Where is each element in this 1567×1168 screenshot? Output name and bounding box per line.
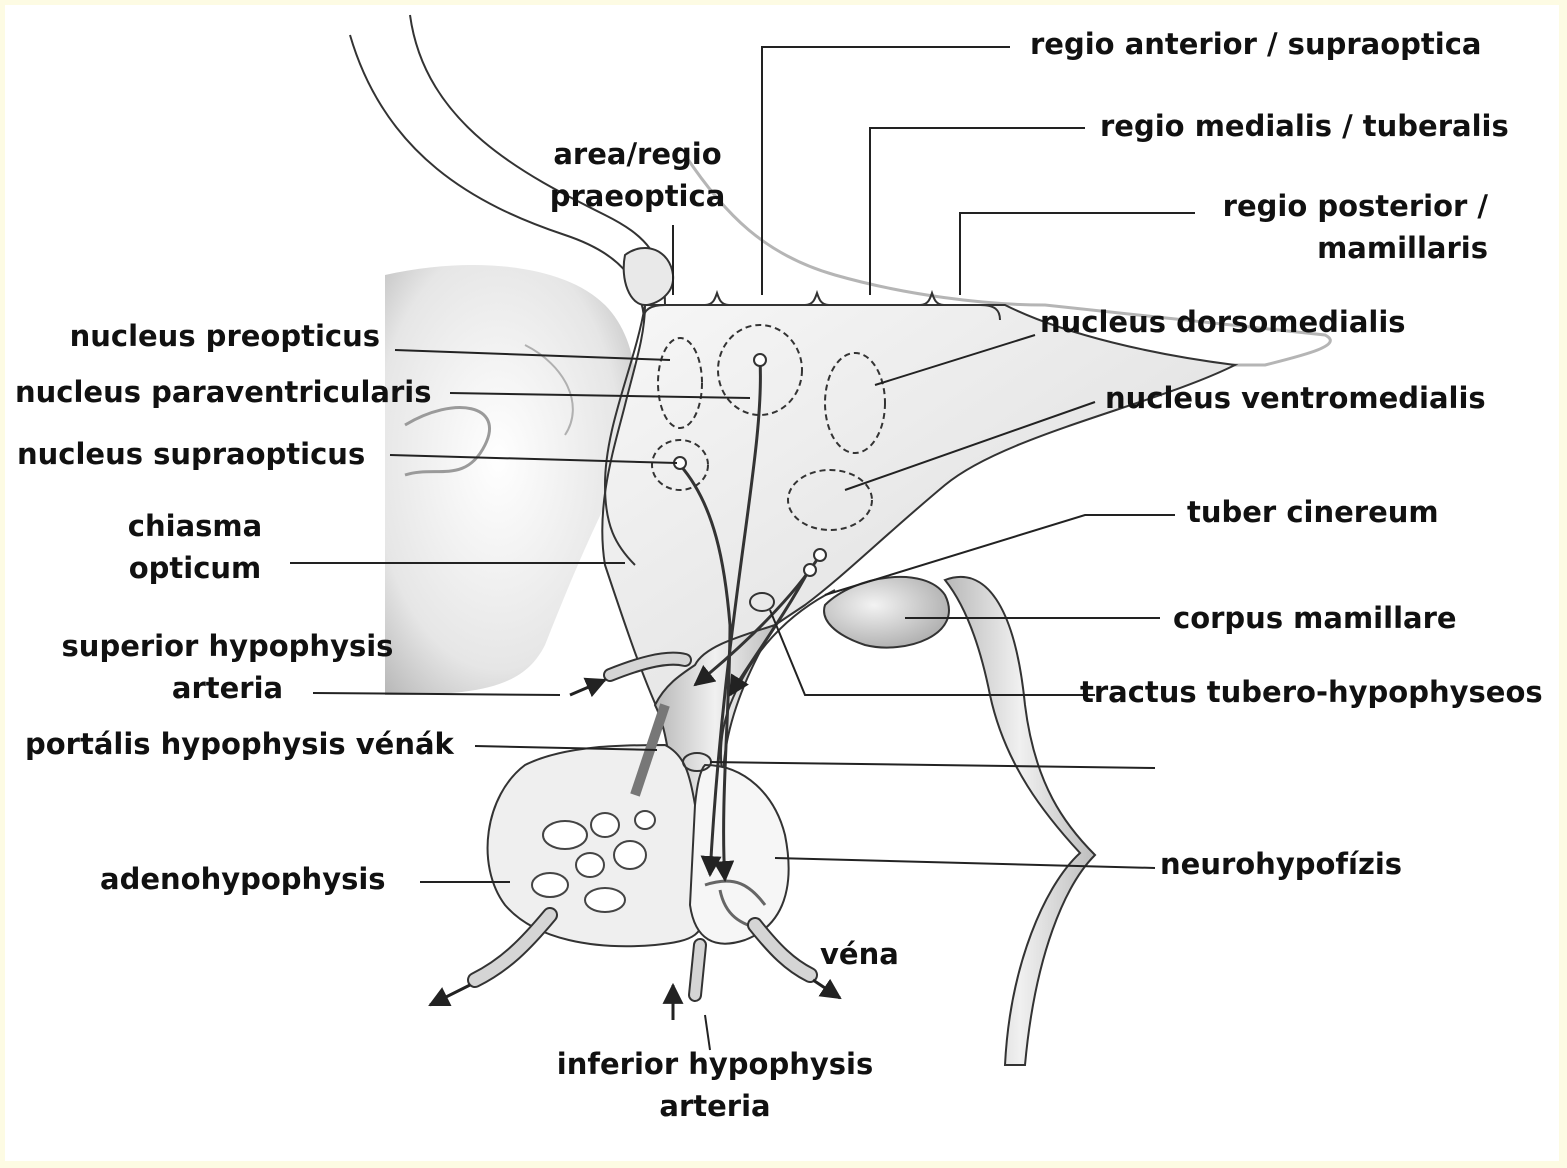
- label-area-praeoptica-line2: praeoptica: [525, 175, 750, 217]
- label-tractus-tubero-hypophyseos: tractus tubero-hypophyseos: [1080, 671, 1543, 713]
- label-nucleus-ventromedialis: nucleus ventromedialis: [1105, 377, 1486, 419]
- label-vena: véna: [820, 933, 899, 975]
- label-regio-anterior: regio anterior / supraoptica: [1030, 23, 1481, 65]
- label-superior-artery-line2: arteria: [45, 667, 410, 709]
- label-inferior-artery-line2: arteria: [525, 1085, 905, 1127]
- label-chiasma-line2: opticum: [95, 547, 295, 589]
- label-corpus-mamillare: corpus mamillare: [1173, 597, 1457, 639]
- label-regio-posterior-line2: mamillaris: [1185, 227, 1488, 269]
- label-adenohypophysis: adenohypophysis: [100, 858, 386, 900]
- label-nucleus-paraventricularis: nucleus paraventricularis: [15, 371, 431, 413]
- neuron-soma-tuberal-2: [804, 564, 816, 576]
- preoptic-bump: [624, 248, 673, 305]
- vena-right-arrow: [813, 980, 840, 998]
- corpus-mamillare-shape: [824, 577, 949, 648]
- adenohypophysis-shape: [488, 745, 705, 946]
- superior-artery-arrow: [570, 680, 605, 695]
- frontal-lobe: [385, 265, 636, 695]
- label-tuber-cinereum: tuber cinereum: [1187, 491, 1439, 533]
- vena-left-vessel-fill: [475, 915, 550, 980]
- label-inferior-artery-line1: inferior hypophysis: [525, 1043, 905, 1085]
- vena-right-vessel-fill: [755, 925, 810, 975]
- neuron-soma-paraventricular: [754, 354, 766, 366]
- vena-left-arrow: [430, 985, 470, 1005]
- neurohypophysis-shape: [690, 765, 789, 944]
- diagram-panel: regio anterior / supraoptica regio media…: [5, 5, 1559, 1161]
- label-portal-veins: portális hypophysis vénák: [25, 723, 454, 765]
- label-nucleus-dorsomedialis: nucleus dorsomedialis: [1040, 301, 1406, 343]
- neuron-soma-tuberal-1: [814, 549, 826, 561]
- label-nucleus-preopticus: nucleus preopticus: [25, 315, 380, 357]
- inferior-artery-vessel-fill: [695, 945, 700, 995]
- brainstem: [945, 577, 1095, 1065]
- label-chiasma-line1: chiasma: [95, 505, 295, 547]
- label-superior-artery-line1: superior hypophysis: [45, 625, 410, 667]
- label-area-praeoptica-line1: area/regio: [525, 133, 750, 175]
- label-regio-medialis: regio medialis / tuberalis: [1100, 105, 1509, 147]
- label-neurohypofizis: neurohypofízis: [1160, 843, 1402, 885]
- label-regio-posterior-line1: regio posterior /: [1185, 185, 1488, 227]
- label-nucleus-supraopticus: nucleus supraopticus: [17, 433, 365, 475]
